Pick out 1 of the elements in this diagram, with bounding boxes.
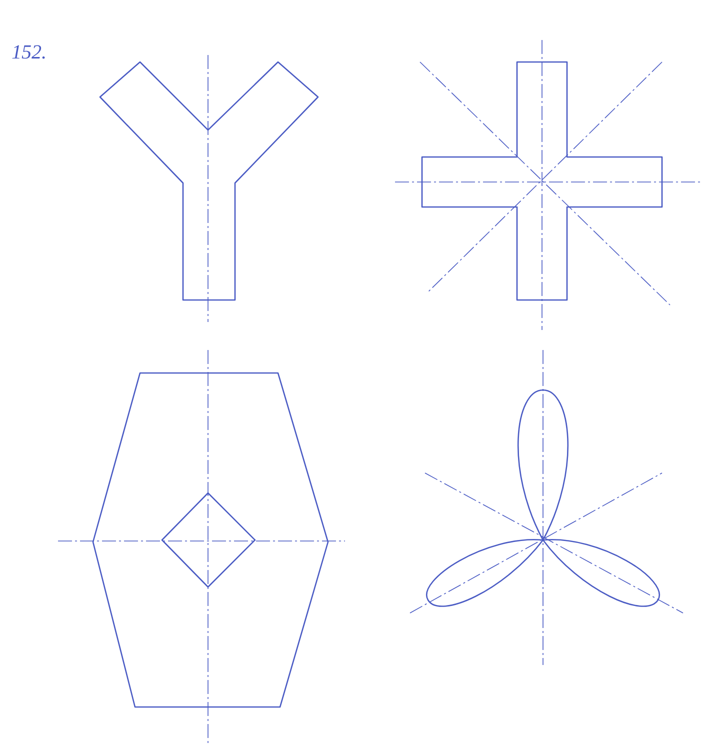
problem-number: 152. — [12, 45, 45, 59]
